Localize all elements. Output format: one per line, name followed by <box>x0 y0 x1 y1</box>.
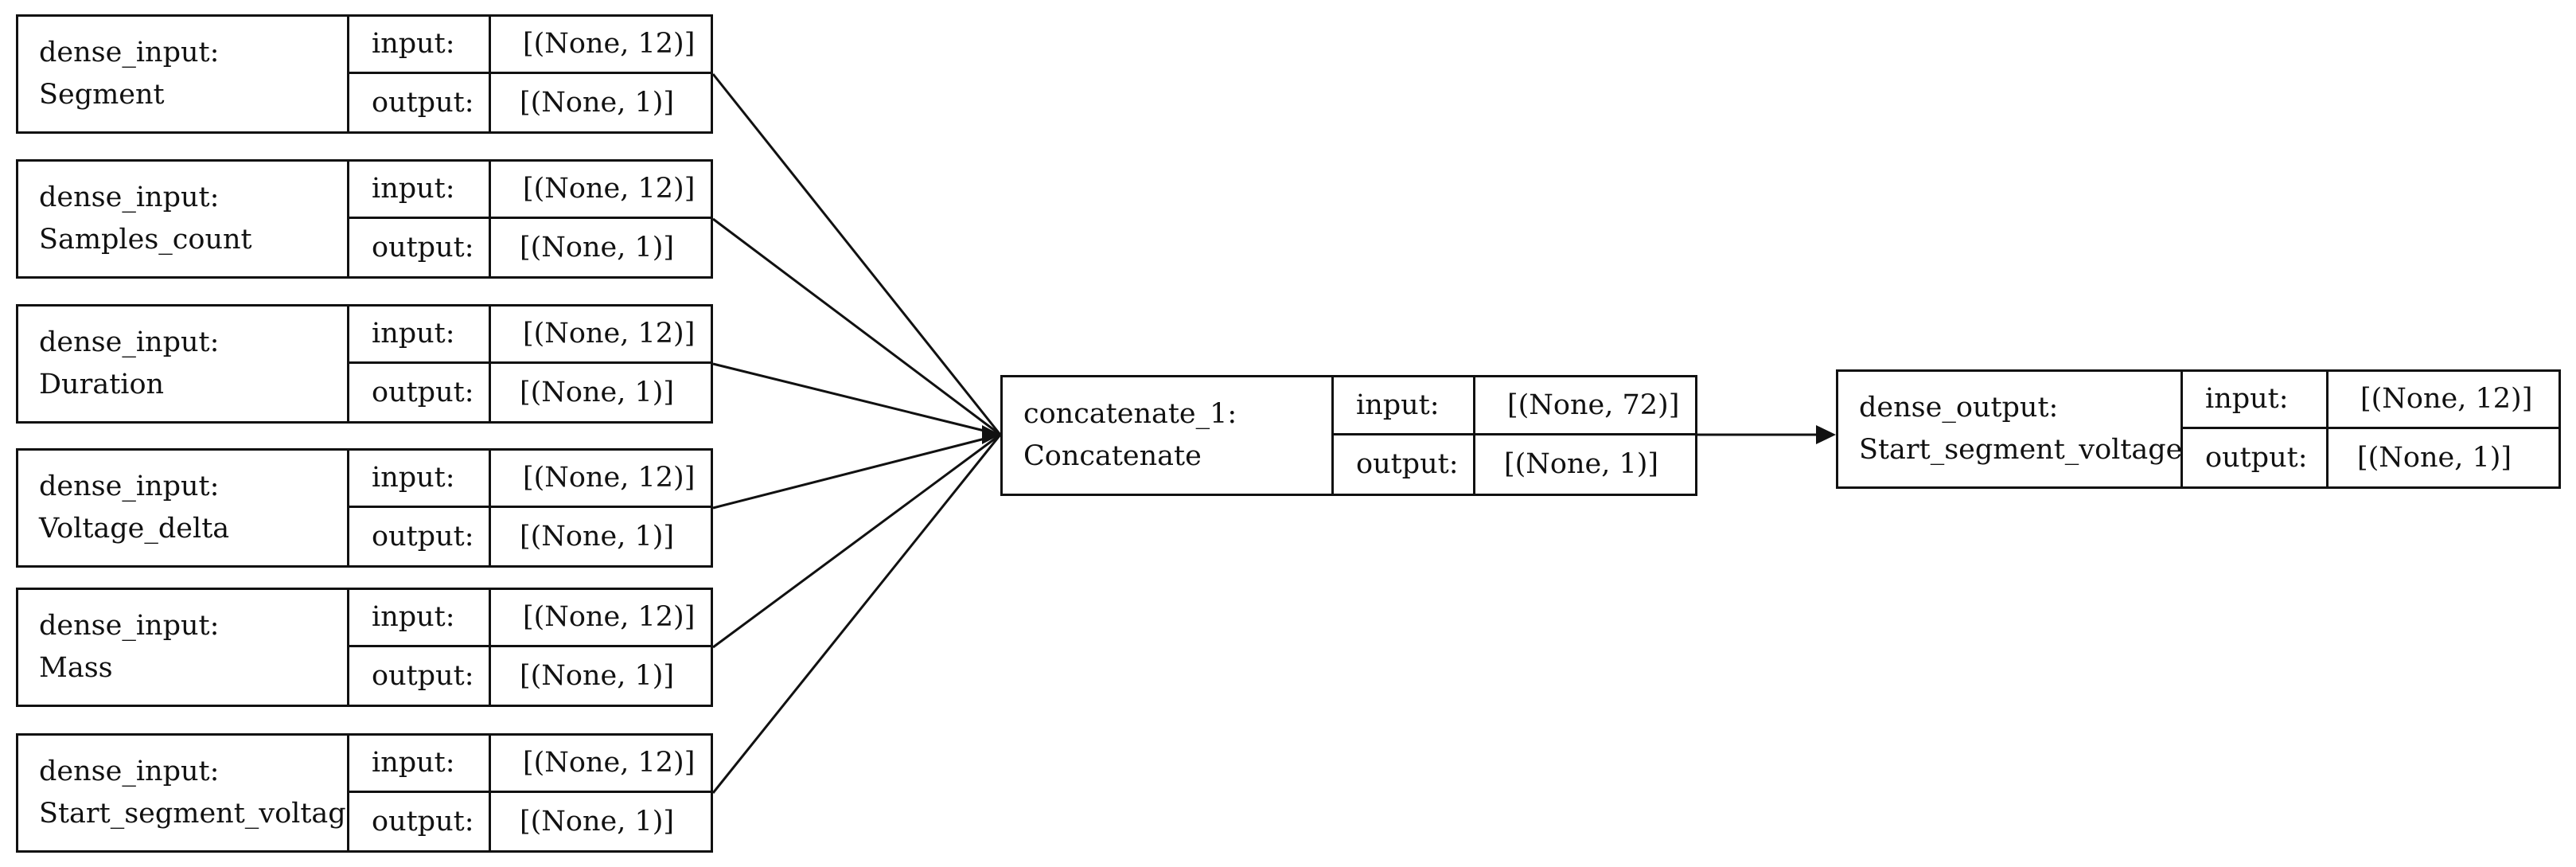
input-label: input: <box>1334 377 1475 435</box>
input-shape: [(None, 12)] <box>491 17 711 74</box>
output-shape: [(None, 1)] <box>520 659 675 692</box>
input-label: input: <box>349 590 491 647</box>
output-label: output: <box>349 508 491 565</box>
output-shape: [(None, 1)] <box>520 376 675 408</box>
layer-type-label: dense_output: <box>1859 392 2059 424</box>
output-label: output: <box>349 793 491 850</box>
input-label: input: <box>349 451 491 508</box>
layer-name-label: Mass <box>39 652 113 684</box>
node-title: dense_input: Samples_count <box>18 162 349 276</box>
edge-input-2-to-concatenate <box>712 217 1001 436</box>
edge-input-4-to-concatenate <box>712 433 1001 510</box>
input-node-voltage-delta: dense_input: Voltage_delta input: [(None… <box>16 448 713 568</box>
output-shape: [(None, 1)] <box>520 805 675 838</box>
layer-name-label: Duration <box>39 369 165 400</box>
input-label: input: <box>349 17 491 74</box>
layer-name-label: Concatenate <box>1023 440 1202 472</box>
output-label: output: <box>2183 429 2329 486</box>
output-label: output: <box>349 364 491 421</box>
input-node-mass: dense_input: Mass input: [(None, 12)] ou… <box>16 588 713 707</box>
input-shape: [(None, 12)] <box>2329 372 2558 429</box>
node-title: concatenate_1: Concatenate <box>1003 377 1334 494</box>
arrowhead-output <box>1816 425 1836 444</box>
edge-input-3-to-concatenate <box>712 362 1001 436</box>
input-node-start-segment-voltage-i: dense_input: Start_segment_voltageI inpu… <box>16 733 713 853</box>
input-label: input: <box>349 162 491 219</box>
input-label: input: <box>2183 372 2329 429</box>
layer-name-label: Segment <box>39 79 165 111</box>
layer-name-label: Start_segment_voltageO <box>1859 434 2183 466</box>
layer-type-label: dense_input: <box>39 471 220 502</box>
edge-input-1-to-concatenate <box>711 73 1002 435</box>
layer-type-label: dense_input: <box>39 37 220 68</box>
input-shape: [(None, 12)] <box>491 590 711 647</box>
layer-type-label: concatenate_1: <box>1023 398 1237 430</box>
input-shape: [(None, 12)] <box>491 162 711 219</box>
arrowhead-concatenate <box>982 425 1000 444</box>
layer-name-label: Samples_count <box>39 224 252 256</box>
node-title: dense_input: Segment <box>18 17 349 131</box>
input-shape: [(None, 12)] <box>491 736 711 793</box>
edge-input-6-to-concatenate <box>711 434 1002 794</box>
edge-input-5-to-concatenate <box>712 433 1001 649</box>
node-title: dense_input: Voltage_delta <box>18 451 349 565</box>
input-shape: [(None, 12)] <box>491 307 711 364</box>
input-node-duration: dense_input: Duration input: [(None, 12)… <box>16 304 713 424</box>
input-node-segment: dense_input: Segment input: [(None, 12)]… <box>16 14 713 134</box>
layer-type-label: dense_input: <box>39 756 220 787</box>
input-node-samples-count: dense_input: Samples_count input: [(None… <box>16 159 713 279</box>
node-title: dense_input: Start_segment_voltageI <box>18 736 349 850</box>
output-shape: [(None, 1)] <box>2357 441 2512 474</box>
layer-name-label: Start_segment_voltageI <box>39 798 349 830</box>
output-label: output: <box>349 219 491 276</box>
output-shape: [(None, 1)] <box>520 231 675 264</box>
layer-type-label: dense_input: <box>39 182 220 213</box>
node-title: dense_input: Mass <box>18 590 349 705</box>
output-label: output: <box>349 647 491 705</box>
input-label: input: <box>349 307 491 364</box>
concatenate-node: concatenate_1: Concatenate input: [(None… <box>1000 375 1697 496</box>
input-shape: [(None, 72)] <box>1475 377 1695 435</box>
output-node: dense_output: Start_segment_voltageO inp… <box>1836 369 2561 489</box>
layer-type-label: dense_input: <box>39 326 220 358</box>
node-title: dense_output: Start_segment_voltageO <box>1838 372 2183 486</box>
input-label: input: <box>349 736 491 793</box>
layer-type-label: dense_input: <box>39 610 220 642</box>
node-title: dense_input: Duration <box>18 307 349 421</box>
output-shape: [(None, 1)] <box>520 86 675 119</box>
output-shape: [(None, 1)] <box>520 520 675 553</box>
output-label: output: <box>349 74 491 131</box>
input-shape: [(None, 12)] <box>491 451 711 508</box>
layer-name-label: Voltage_delta <box>39 513 230 545</box>
output-label: output: <box>1334 435 1475 494</box>
output-shape: [(None, 1)] <box>1504 448 1659 480</box>
